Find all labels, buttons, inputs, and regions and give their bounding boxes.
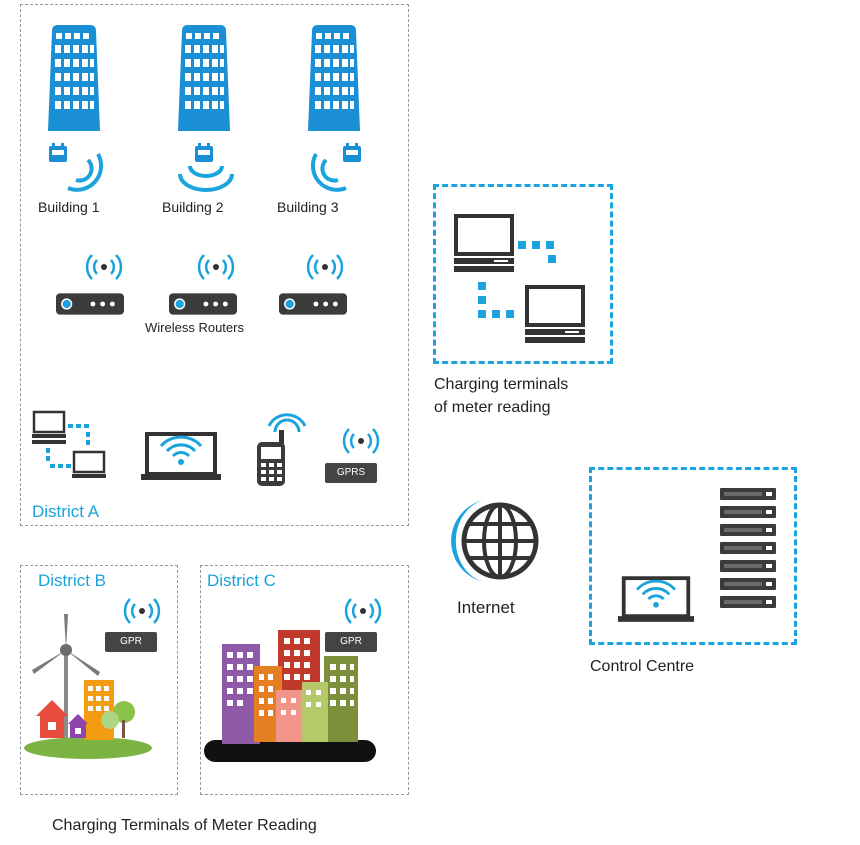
terminal-link-icon xyxy=(478,241,556,318)
district-b-gprs-module: GPR xyxy=(105,632,157,652)
charging-terminals-label-line1: Charging terminals xyxy=(434,376,569,393)
building-1-icon xyxy=(44,20,104,136)
server-unit-icon xyxy=(720,488,776,500)
server-rack xyxy=(720,488,776,614)
signal-arc-3-icon xyxy=(310,153,347,192)
server-unit-icon xyxy=(720,524,776,536)
diagram-caption: Charging Terminals of Meter Reading xyxy=(52,817,317,834)
globe-icon xyxy=(451,500,539,582)
signal-arc-1-icon xyxy=(67,153,104,192)
building-2-label: Building 2 xyxy=(162,199,224,215)
server-unit-icon xyxy=(720,506,776,518)
building-2-icon xyxy=(174,20,234,136)
gprs-module: GPRS xyxy=(325,463,377,483)
district-c-box xyxy=(200,565,409,795)
router-2-icon xyxy=(169,293,237,315)
router-1-icon xyxy=(56,293,124,315)
control-laptop-icon xyxy=(618,576,694,624)
building-1-label: Building 1 xyxy=(38,199,100,215)
router-3-wifi-icon xyxy=(305,252,345,282)
district-b-box xyxy=(20,565,178,795)
router-3-icon xyxy=(279,293,347,315)
router-2-wifi-icon xyxy=(196,252,236,282)
laptop-wifi-icon xyxy=(141,432,221,482)
networked-computers-icon xyxy=(32,410,106,478)
server-unit-icon xyxy=(720,542,776,554)
charging-terminals-label-line2: of meter reading xyxy=(434,399,551,416)
signal-arc-2-icon xyxy=(178,165,234,192)
wireless-routers-label: Wireless Routers xyxy=(145,320,244,335)
control-centre-box xyxy=(589,467,797,645)
building-3-label: Building 3 xyxy=(277,199,339,215)
district-b-label: District B xyxy=(38,571,106,590)
district-c-wifi-icon xyxy=(343,596,383,626)
internet-label: Internet xyxy=(457,598,515,617)
server-unit-icon xyxy=(720,578,776,590)
colorful-city-icon xyxy=(204,630,376,762)
district-a-box xyxy=(20,4,409,526)
district-c-label: District C xyxy=(207,571,276,590)
charging-terminals-box xyxy=(433,184,613,364)
router-1-wifi-icon xyxy=(84,252,124,282)
green-village-icon xyxy=(24,614,152,759)
control-centre-label: Control Centre xyxy=(590,658,695,675)
building-3-icon xyxy=(304,20,364,136)
server-unit-icon xyxy=(720,560,776,572)
district-c-gprs-module: GPR xyxy=(325,632,377,652)
server-unit-icon xyxy=(720,596,776,608)
mobile-phone-icon xyxy=(257,413,307,486)
district-a-label: District A xyxy=(32,502,100,521)
gprs-wifi-icon xyxy=(341,426,381,456)
